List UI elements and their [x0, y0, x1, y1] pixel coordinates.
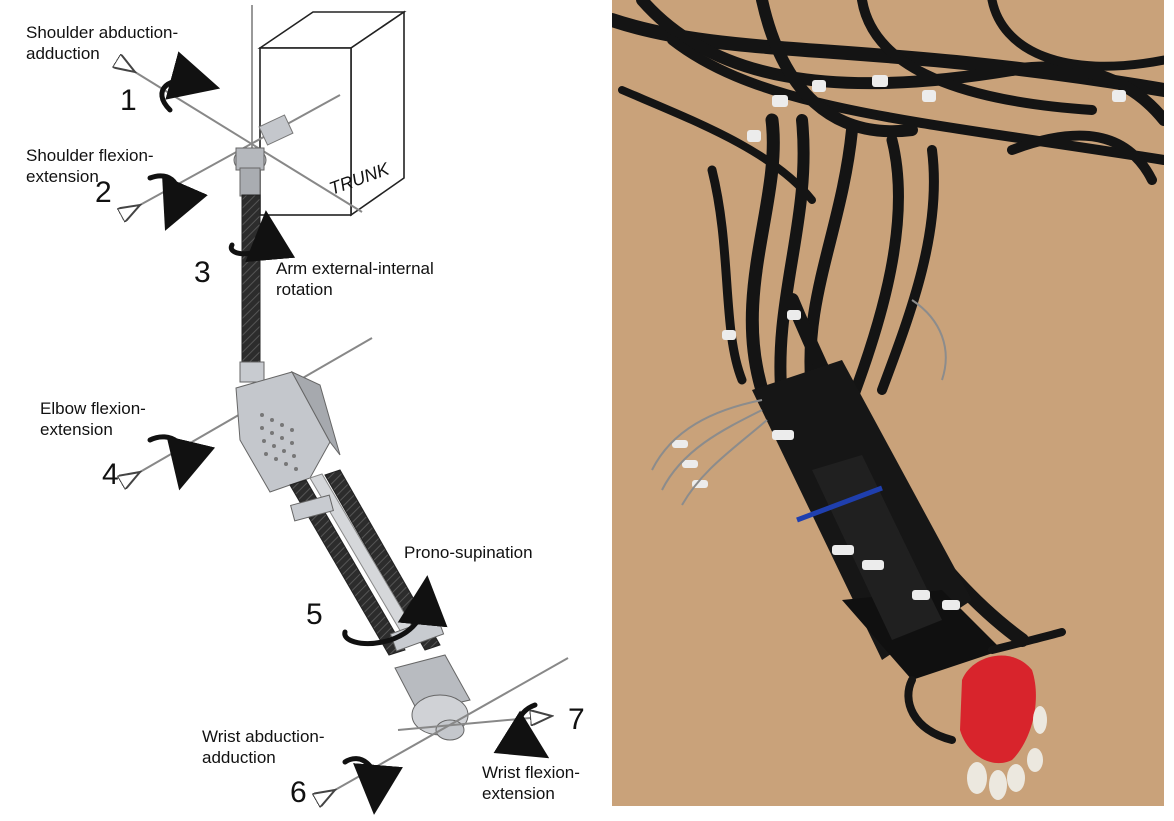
joint-4-label: Elbow flexion- extension — [40, 399, 146, 439]
forearm-assembly — [752, 360, 1002, 680]
cable-bundle-arm — [707, 113, 1029, 647]
joint-6-label: Wrist abduction- adduction — [202, 727, 325, 767]
joint-3-number: 3 — [194, 256, 211, 289]
joint-5-label: Prono-supination — [404, 543, 533, 562]
rotation-arrow-7 — [493, 702, 550, 759]
shoulder-joint — [233, 114, 294, 197]
rotation-arrow-4 — [147, 434, 216, 491]
rotation-arrows — [147, 51, 550, 815]
joint-7-number: 7 — [568, 703, 585, 736]
joint-3-label: Arm external-internal rotation — [276, 259, 434, 299]
cable-connectors — [672, 75, 1126, 610]
exoskeleton-schematic: TRUNK — [0, 5, 569, 815]
joint-5-number: 5 — [306, 598, 323, 631]
joint-1-label: Shoulder abduction- adduction — [26, 23, 179, 63]
joint-4-number: 4 — [102, 458, 119, 491]
cable-bundle-top — [612, 0, 1164, 204]
rotation-arrow-2 — [147, 173, 208, 231]
wrist-cable — [904, 628, 1066, 744]
rotation-arrow-5 — [342, 575, 448, 647]
joint-6-number: 6 — [290, 776, 307, 809]
joint-2-number: 2 — [95, 176, 112, 209]
rotation-arrow-1 — [159, 51, 221, 113]
rotation-arrow-3 — [228, 210, 296, 263]
joint-7-label: Wrist flexion- extension — [482, 763, 580, 803]
rotation-arrow-6 — [342, 756, 403, 815]
thin-wires — [651, 299, 947, 506]
upper-arm-rod — [241, 194, 261, 371]
joint-2-label: Shoulder flexion- extension — [26, 146, 154, 186]
hand-glove — [960, 655, 1047, 800]
elbow-joint — [235, 361, 341, 493]
exoskeleton-photo — [612, 0, 1164, 806]
joint-1-number: 1 — [120, 84, 137, 117]
